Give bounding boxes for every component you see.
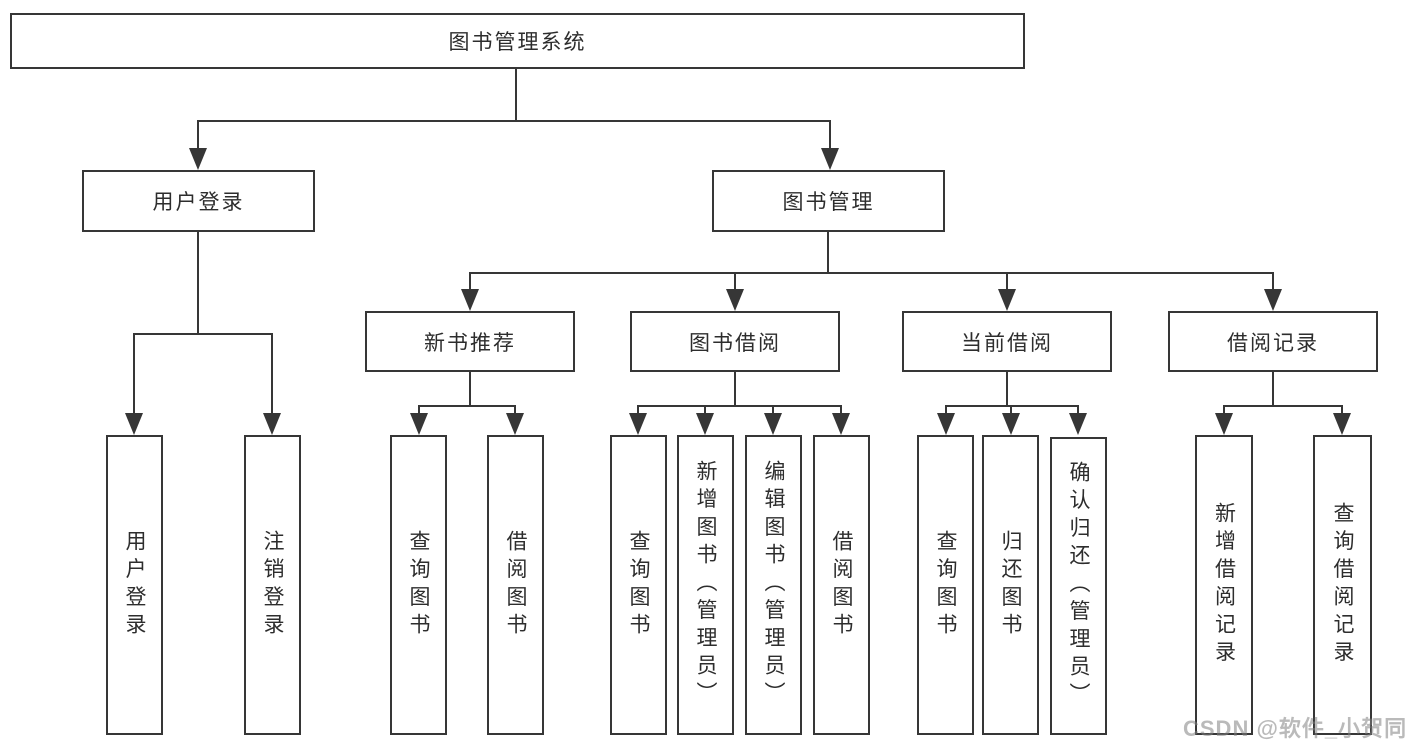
arrow-down-icon bbox=[461, 289, 479, 311]
node-label: 用户登录 bbox=[123, 529, 146, 641]
leaf-br-add-record: 新增借阅记录 bbox=[1195, 435, 1253, 735]
node-borrow-record: 借阅记录 bbox=[1168, 311, 1378, 372]
arrow-down-icon bbox=[125, 413, 143, 435]
node-label: 新增借阅记录 bbox=[1212, 501, 1236, 669]
leaf-cb-confirm-return-admin: 确认归还（管理员） bbox=[1050, 437, 1107, 735]
arrow-down-icon bbox=[629, 413, 647, 435]
arrow-down-icon bbox=[832, 413, 850, 435]
connector-line bbox=[197, 120, 831, 122]
arrow-down-icon bbox=[764, 413, 782, 435]
arrow-down-icon bbox=[1215, 413, 1233, 435]
node-label: 新增图书（管理员） bbox=[694, 460, 717, 710]
node-label: 当前借阅 bbox=[961, 331, 1053, 355]
connector-line bbox=[734, 272, 736, 292]
connector-line bbox=[1010, 405, 1012, 416]
node-label: 查询图书 bbox=[627, 529, 650, 641]
leaf-nb-query-book: 查询图书 bbox=[390, 435, 447, 735]
leaf-cb-query-book: 查询图书 bbox=[917, 435, 974, 735]
connector-line bbox=[829, 120, 831, 152]
connector-line bbox=[1223, 405, 1225, 416]
connector-line bbox=[197, 232, 199, 333]
connector-line bbox=[945, 405, 947, 416]
node-label: 图书借阅 bbox=[689, 331, 781, 355]
connector-line bbox=[514, 405, 516, 416]
arrow-down-icon bbox=[937, 413, 955, 435]
connector-line bbox=[827, 232, 829, 272]
node-label: 查询借阅记录 bbox=[1331, 501, 1354, 669]
connector-line bbox=[197, 120, 199, 152]
arrow-down-icon bbox=[189, 148, 207, 170]
node-label: 借阅图书 bbox=[504, 529, 527, 641]
arrow-down-icon bbox=[263, 413, 281, 435]
arrow-down-icon bbox=[410, 413, 428, 435]
node-new-book-recommend: 新书推荐 bbox=[365, 311, 575, 372]
watermark: CSDN @软件_小贺同学 bbox=[1183, 716, 1405, 741]
connector-line bbox=[418, 405, 516, 407]
leaf-br-query-record: 查询借阅记录 bbox=[1313, 435, 1372, 735]
arrow-down-icon bbox=[1069, 413, 1087, 435]
leaf-bb-borrow-book: 借阅图书 bbox=[813, 435, 870, 735]
leaf-nb-borrow-book: 借阅图书 bbox=[487, 435, 544, 735]
node-label: 注销登录 bbox=[261, 529, 284, 641]
node-label: 用户登录 bbox=[152, 191, 245, 214]
leaf-bb-query-book: 查询图书 bbox=[610, 435, 667, 735]
leaf-user-login: 用户登录 bbox=[106, 435, 163, 735]
connector-line bbox=[1006, 272, 1008, 292]
node-book-management: 图书管理 bbox=[712, 170, 945, 232]
connector-line bbox=[637, 405, 639, 416]
connector-line bbox=[704, 405, 706, 416]
node-book-borrow: 图书借阅 bbox=[630, 311, 840, 372]
arrow-down-icon bbox=[726, 289, 744, 311]
connector-line bbox=[271, 333, 273, 415]
node-label: 新书推荐 bbox=[424, 331, 516, 355]
node-label: 归还图书 bbox=[999, 529, 1022, 641]
arrow-down-icon bbox=[1333, 413, 1351, 435]
arrow-down-icon bbox=[1002, 413, 1020, 435]
connector-line bbox=[469, 272, 1274, 274]
connector-line bbox=[1272, 372, 1274, 405]
connector-line bbox=[945, 405, 1079, 407]
connector-line bbox=[1223, 405, 1343, 407]
leaf-bb-add-book-admin: 新增图书（管理员） bbox=[677, 435, 734, 735]
connector-line bbox=[469, 372, 471, 405]
node-label: 查询图书 bbox=[407, 529, 430, 641]
arrow-down-icon bbox=[696, 413, 714, 435]
connector-line bbox=[133, 333, 273, 335]
connector-line bbox=[1006, 372, 1008, 405]
leaf-cb-return-book: 归还图书 bbox=[982, 435, 1039, 735]
leaf-bb-edit-book-admin: 编辑图书（管理员） bbox=[745, 435, 802, 735]
node-current-borrow: 当前借阅 bbox=[902, 311, 1112, 372]
node-label: 借阅图书 bbox=[830, 529, 853, 641]
connector-line bbox=[840, 405, 842, 416]
arrow-down-icon bbox=[506, 413, 524, 435]
node-label: 图书管理系统 bbox=[448, 31, 587, 54]
connector-line bbox=[772, 405, 774, 416]
node-label: 借阅记录 bbox=[1227, 331, 1319, 355]
node-label: 图书管理 bbox=[782, 191, 875, 214]
node-library-system: 图书管理系统 bbox=[10, 13, 1025, 69]
connector-line bbox=[1341, 405, 1343, 416]
arrow-down-icon bbox=[1264, 289, 1282, 311]
connector-line bbox=[734, 372, 736, 405]
node-label: 确认归还（管理员） bbox=[1067, 461, 1090, 711]
arrow-down-icon bbox=[821, 148, 839, 170]
connector-line bbox=[637, 405, 842, 407]
connector-line bbox=[1272, 272, 1274, 292]
node-user-login: 用户登录 bbox=[82, 170, 315, 232]
node-label: 编辑图书（管理员） bbox=[762, 460, 785, 710]
connector-line bbox=[469, 272, 471, 292]
arrow-down-icon bbox=[998, 289, 1016, 311]
connector-line bbox=[515, 69, 517, 120]
connector-line bbox=[133, 333, 135, 415]
connector-line bbox=[1077, 405, 1079, 416]
leaf-logout: 注销登录 bbox=[244, 435, 301, 735]
node-label: 查询图书 bbox=[934, 529, 957, 641]
connector-line bbox=[418, 405, 420, 416]
